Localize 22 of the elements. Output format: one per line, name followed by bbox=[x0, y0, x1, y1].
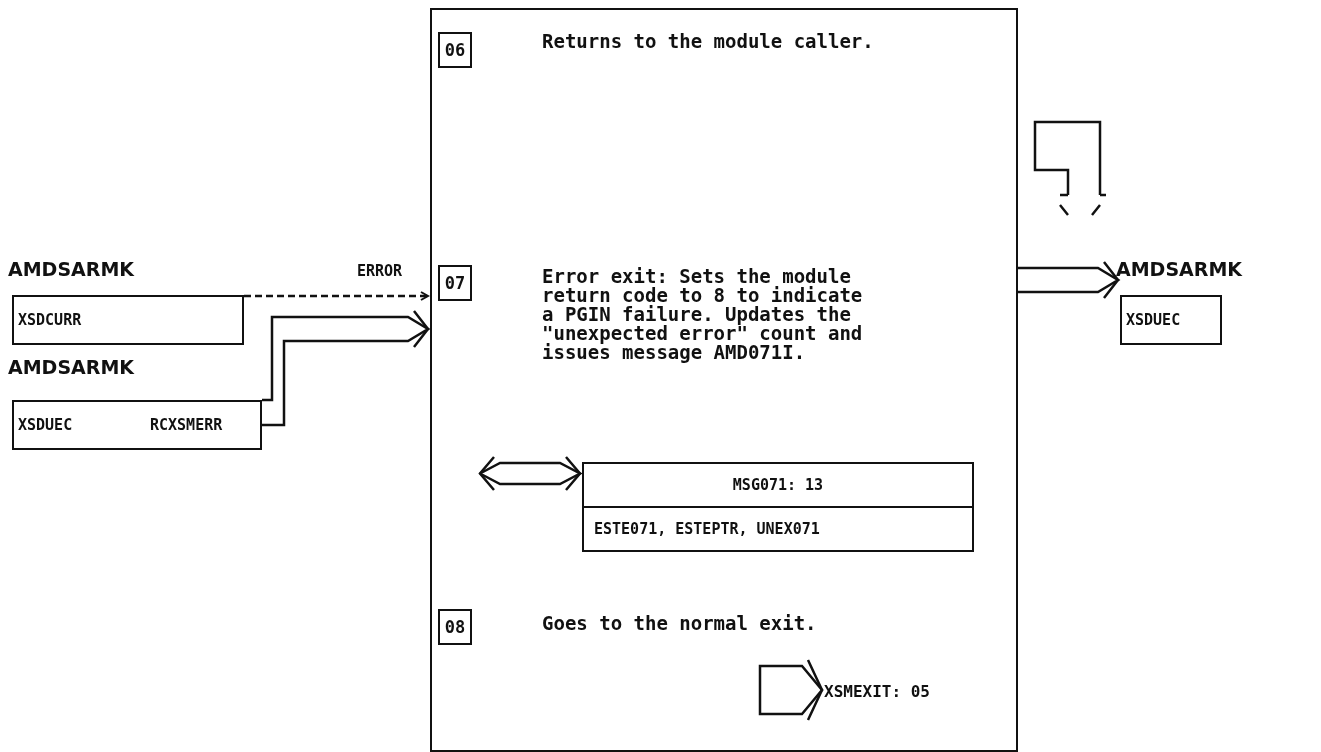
hollow-arrow bbox=[758, 658, 824, 722]
module-name: AMDSARMK bbox=[8, 356, 135, 378]
step-number: 08 bbox=[438, 609, 472, 645]
arrow bbox=[244, 291, 429, 301]
field-name: XSDCURR bbox=[18, 311, 82, 329]
module-name: AMDSARMK bbox=[1116, 258, 1243, 280]
field-name: XSDUEC bbox=[1126, 311, 1181, 329]
hollow-arrow bbox=[1016, 260, 1121, 300]
table-cell: ESTE071, ESTEPTR, UNEX071 bbox=[582, 506, 974, 552]
process-box bbox=[430, 8, 1018, 752]
step-description: Returns to the module caller. bbox=[542, 32, 875, 51]
table-cell: MSG071: 13 bbox=[582, 462, 974, 508]
hollow-arrow bbox=[478, 455, 583, 492]
module-name: AMDSARMK bbox=[8, 258, 135, 280]
step-number: 06 bbox=[438, 32, 472, 68]
step-description: Error exit: Sets the module return code to 8 to indicate a PGIN failure. Updates the "unexpected error" count and issues message AMD071I. bbox=[542, 267, 864, 362]
field-name: XSDUEC bbox=[18, 416, 73, 434]
hollow-arrow bbox=[260, 309, 431, 427]
step-number: 07 bbox=[438, 265, 472, 301]
exit-label: XSMEXIT: 05 bbox=[824, 682, 930, 701]
step-description: Goes to the normal exit. bbox=[542, 614, 818, 633]
field-name: RCXSMERR bbox=[150, 416, 223, 434]
